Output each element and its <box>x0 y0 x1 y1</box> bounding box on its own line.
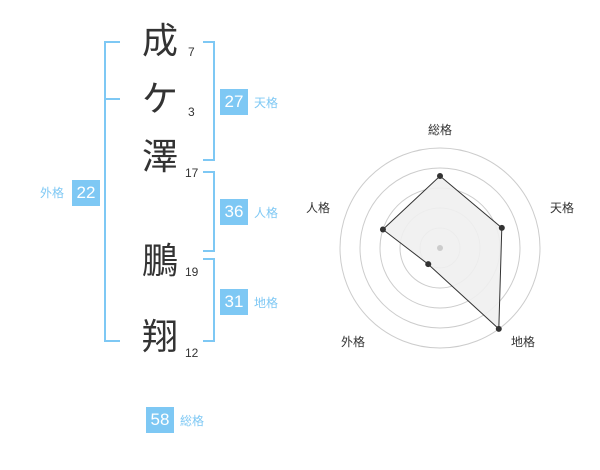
name-char-3: 澤 <box>141 137 178 178</box>
radar-point-2 <box>498 224 505 231</box>
name-char-1: 成 <box>141 21 178 62</box>
stroke-count-2: 3 <box>188 105 195 119</box>
chikaku-bracket <box>203 258 215 342</box>
radar-point-3 <box>495 325 502 332</box>
soukaku-value-badge: 58 <box>146 407 174 433</box>
name-char-2: ケ <box>141 79 178 120</box>
jinkaku-bracket <box>203 171 215 252</box>
fortune-radar-chart: 総格 天格 地格 外格 人格 <box>306 122 574 349</box>
name-char-5: 翔 <box>141 317 178 358</box>
radar-axis-label-chikaku: 地格 <box>511 334 535 349</box>
tenkaku-label: 天格 <box>254 96 279 110</box>
radar-point-1 <box>437 173 443 179</box>
name-char-4: 鵬 <box>141 241 178 282</box>
jinkaku-label: 人格 <box>254 206 279 220</box>
radar-grid-ring <box>359 167 521 329</box>
gaikaku-bracket <box>104 41 120 342</box>
radar-axis-label-tenkaku: 天格 <box>550 200 574 215</box>
radar-grid-ring <box>339 147 541 349</box>
soukaku-label: 総格 <box>180 414 205 428</box>
gaikaku-label: 外格 <box>40 186 65 200</box>
radar-data-polygon <box>382 175 503 331</box>
radar-axis-label-soukaku: 総格 <box>428 122 452 137</box>
stroke-count-1: 7 <box>188 45 195 59</box>
radar-point-4 <box>425 261 432 268</box>
chikaku-value-badge: 31 <box>220 289 248 315</box>
gaikaku-mid-tick <box>104 98 120 100</box>
jinkaku-value-badge: 36 <box>220 199 248 225</box>
tenkaku-value-badge: 27 <box>220 89 248 115</box>
stroke-count-5: 12 <box>185 346 199 360</box>
radar-center-dot <box>437 245 443 251</box>
stroke-count-3: 17 <box>185 166 199 180</box>
stroke-count-4: 19 <box>185 265 199 279</box>
gaikaku-value-badge: 22 <box>72 180 100 206</box>
radar-axis-label-gaikaku: 外格 <box>341 334 365 349</box>
tenkaku-bracket <box>203 41 215 161</box>
radar-point-5 <box>379 226 386 233</box>
radar-axis-label-jinkaku: 人格 <box>306 200 330 215</box>
chikaku-label: 地格 <box>254 296 279 310</box>
